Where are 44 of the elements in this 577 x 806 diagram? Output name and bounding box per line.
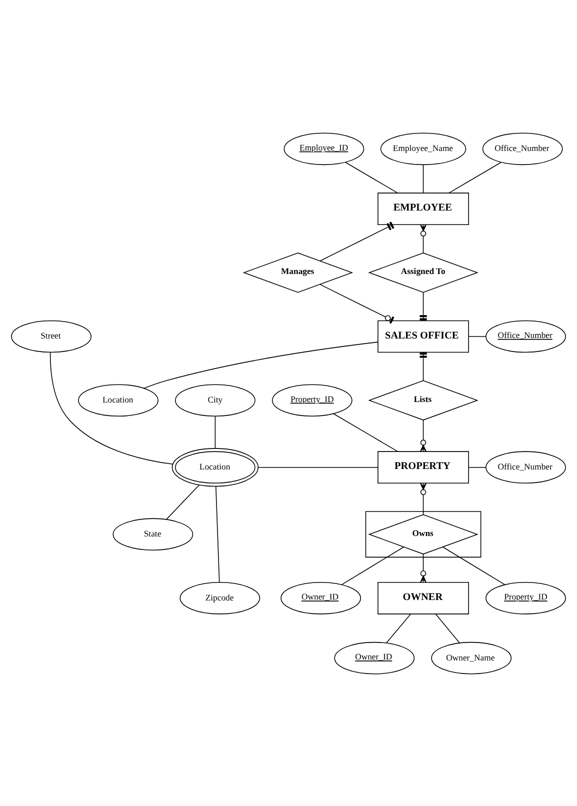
node-ellipse: Zipcode [180, 582, 260, 614]
node-ellipse: Location [78, 384, 158, 416]
connector [144, 341, 378, 388]
node-box: SALES OFFICE [378, 320, 469, 352]
node-ellipse: State [112, 518, 194, 550]
node-ellipse: Office_Number [482, 132, 563, 165]
node-diamond: Manages [242, 252, 354, 292]
connector [448, 161, 502, 193]
node-box: PROPERTY [378, 450, 469, 483]
connector [442, 546, 506, 585]
node-ellipse: Property_ID [272, 384, 352, 416]
connector [258, 466, 378, 468]
node-ellipse: Property_ID [486, 582, 566, 614]
node-ellipse: Office_Number [486, 320, 566, 352]
connector [420, 224, 426, 253]
node-ellipse: Employee_Name [380, 132, 466, 165]
connector [345, 161, 398, 193]
node-ellipse: Owner_ID [280, 582, 362, 614]
connector [420, 482, 426, 514]
connector [435, 613, 460, 643]
node-ellipse: City [175, 384, 256, 416]
connector [215, 485, 220, 582]
node-ellipse: Owner_ID [334, 641, 415, 674]
connector [420, 419, 426, 452]
connector [320, 221, 394, 261]
node-ellipse: Employee_ID [284, 132, 364, 165]
node-diamond: Assigned To [368, 252, 478, 292]
connector [386, 613, 412, 643]
connector [341, 546, 404, 585]
node-ellipse: Office_Number [486, 450, 566, 483]
node-box: OWNER [378, 582, 469, 614]
node-diamond: Lists [368, 380, 478, 420]
connector [333, 412, 398, 452]
connector [420, 553, 426, 582]
node-ellipse: Location [172, 448, 259, 486]
connector [422, 164, 424, 193]
connector [166, 484, 200, 520]
node-ellipse: Owner_Name [431, 641, 512, 674]
connector [468, 466, 486, 468]
node-diamond: Owns [368, 514, 478, 554]
connector [214, 415, 216, 448]
node-ellipse: Street [11, 320, 92, 352]
connector [50, 352, 174, 464]
node-box: EMPLOYEE [378, 192, 469, 224]
